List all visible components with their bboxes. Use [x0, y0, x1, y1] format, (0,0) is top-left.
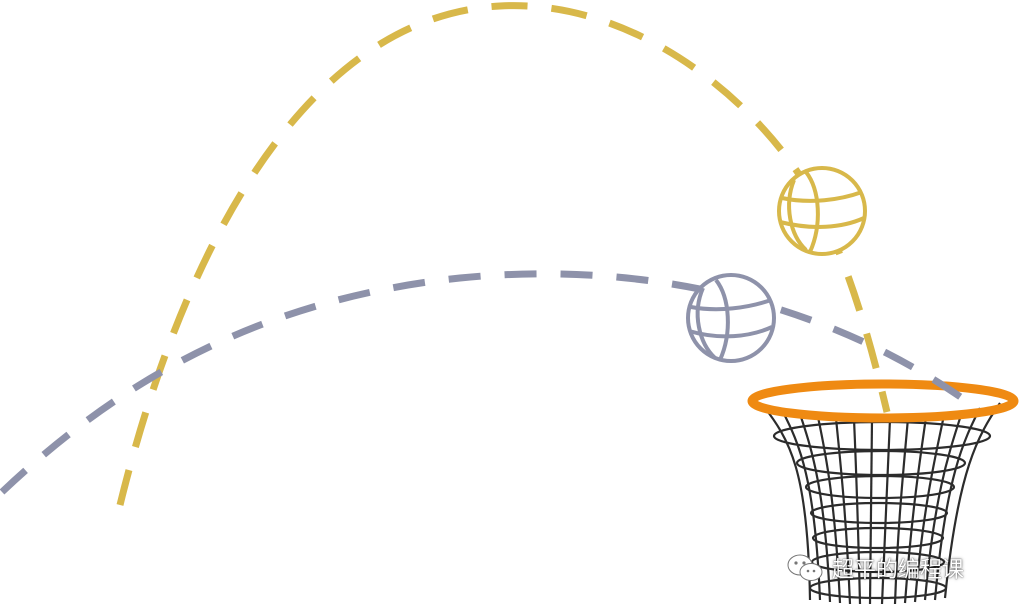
watermark-text: 超平的编程课 — [832, 558, 965, 583]
hoop-rim-front — [747, 399, 1019, 423]
yellow-basketball-icon — [777, 166, 867, 256]
watermark: 超平的编程课 — [786, 550, 964, 586]
basketball-net — [761, 402, 1001, 605]
wechat-icon — [787, 554, 823, 581]
hoop-rim-back — [747, 379, 1019, 403]
high-arc-trajectory — [116, 2, 891, 506]
blue-basketball-icon — [686, 273, 776, 363]
low-arc-trajectory — [0, 270, 964, 495]
